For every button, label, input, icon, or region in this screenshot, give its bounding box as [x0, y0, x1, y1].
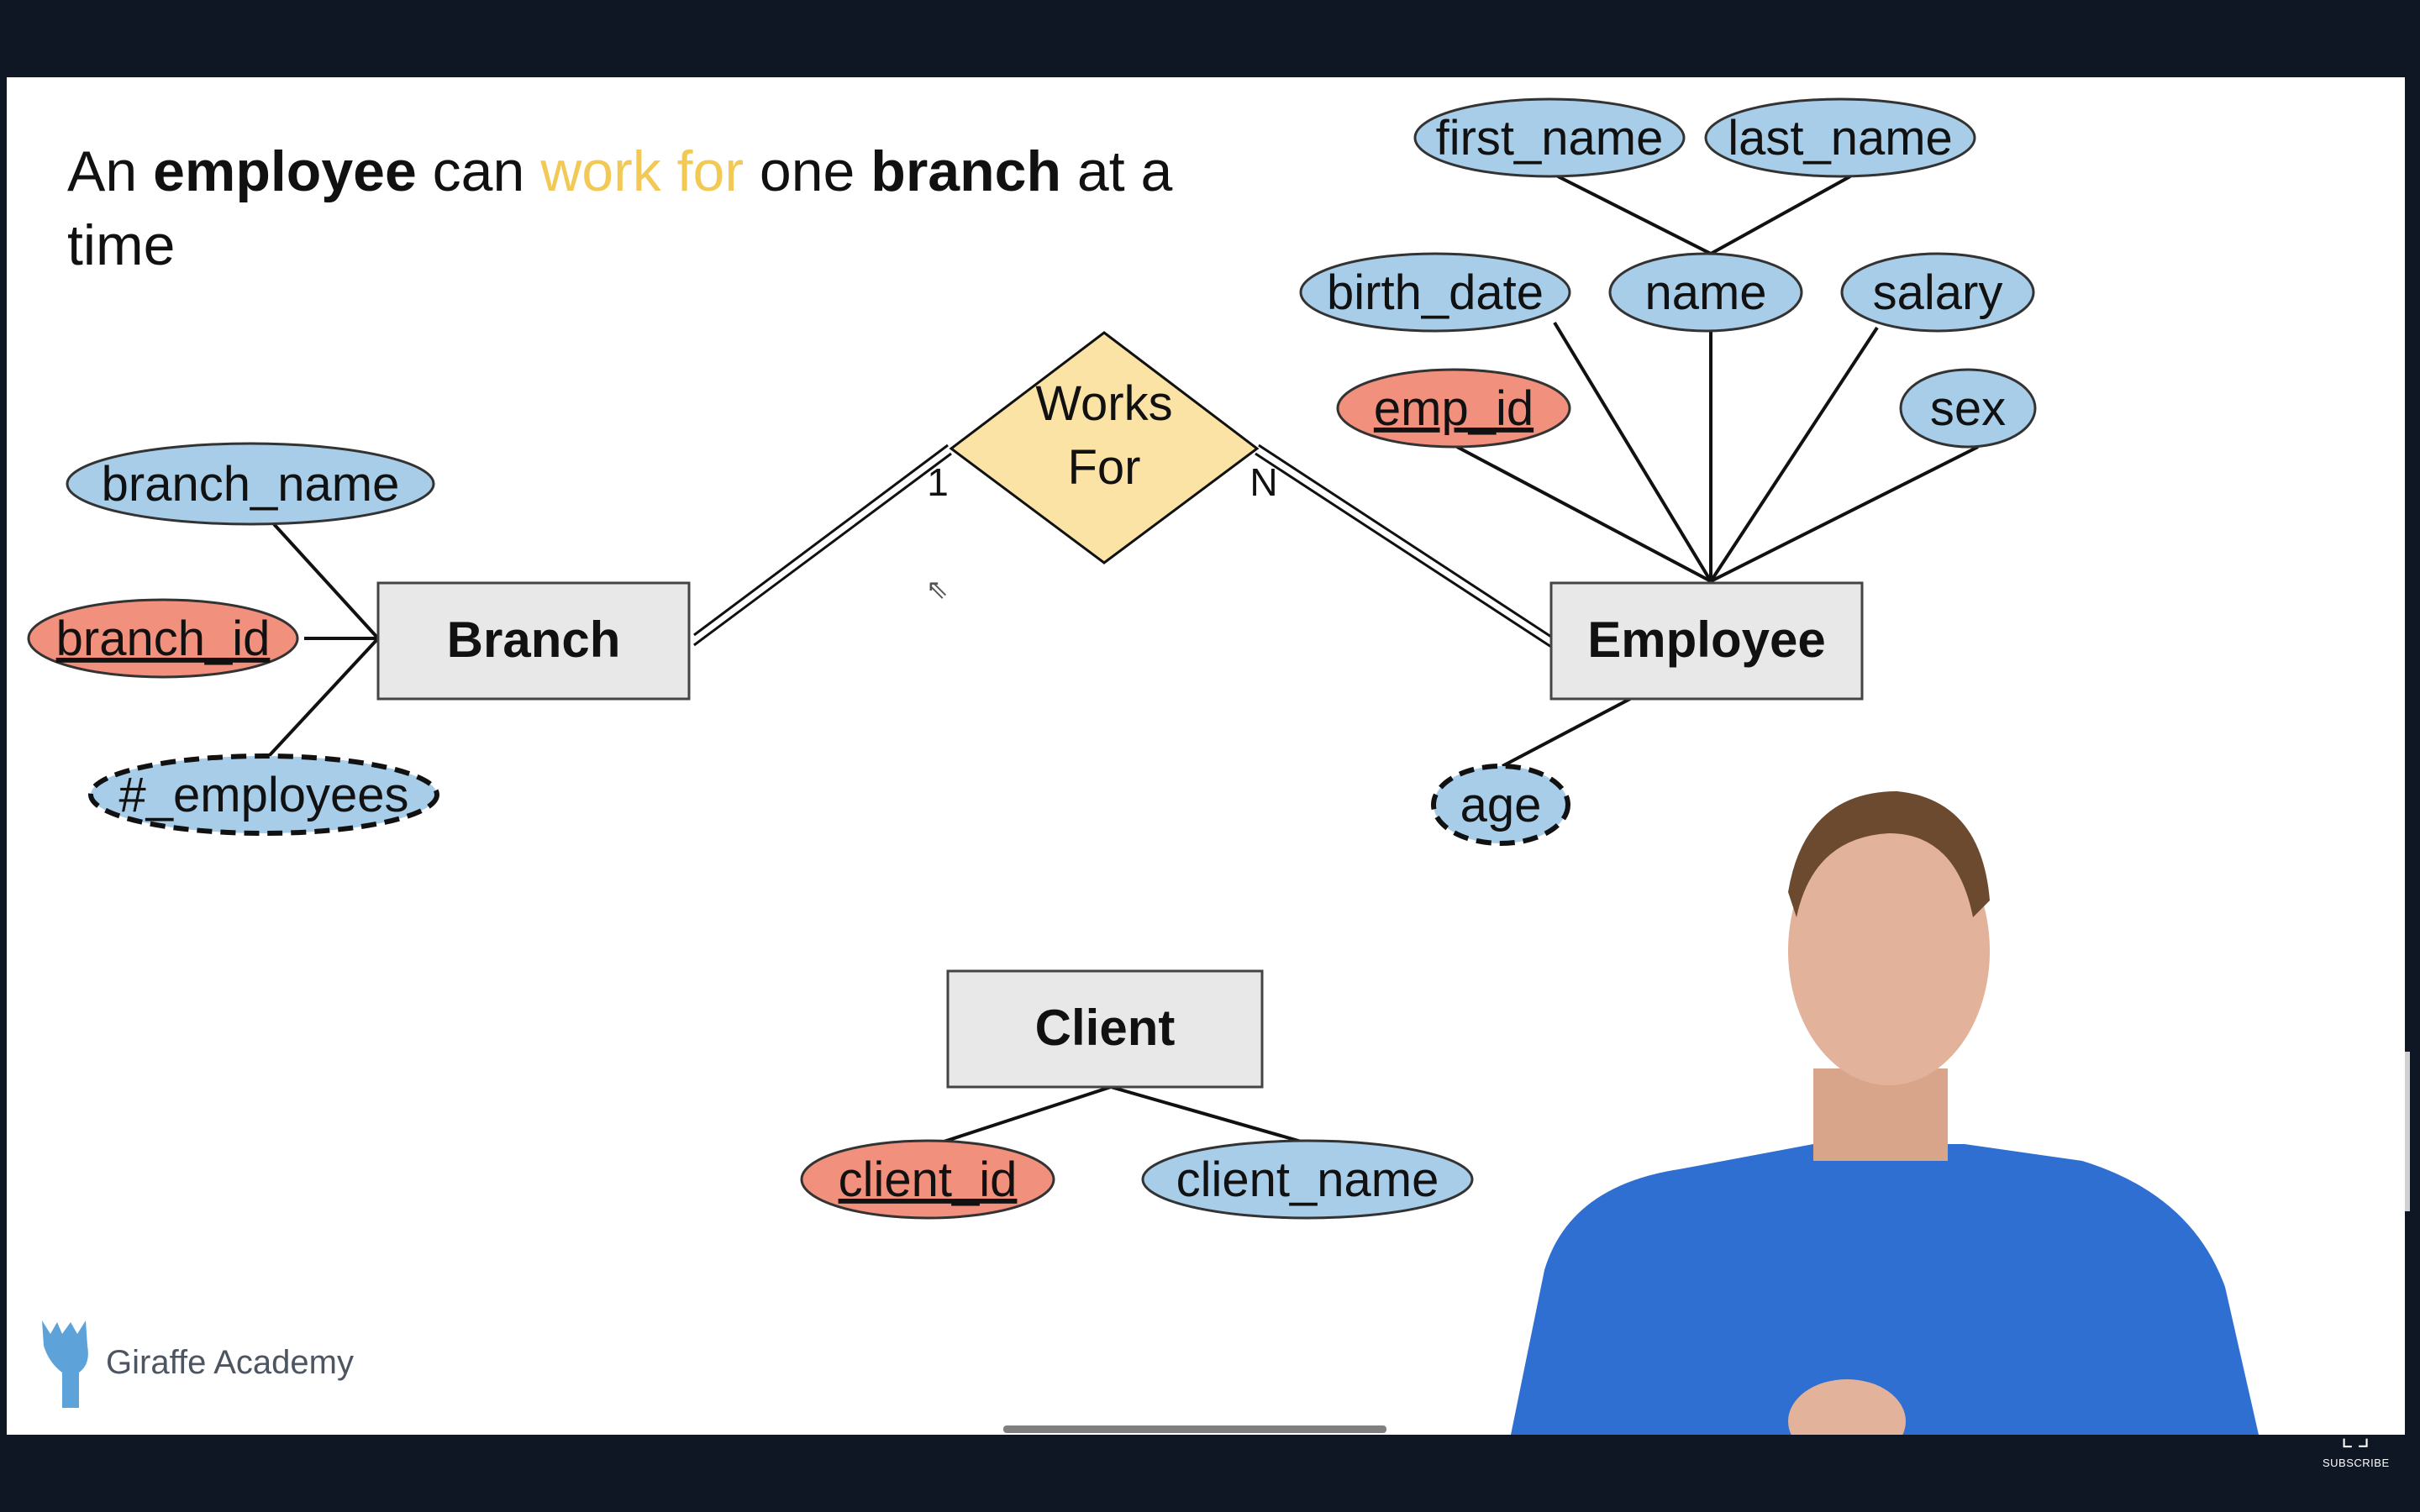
derived-attribute-age: [1431, 764, 1570, 846]
attribute-name-label: name: [1644, 265, 1766, 320]
cardinality-employee: N: [1249, 460, 1277, 504]
relation-line-branch: [693, 444, 949, 637]
logo-text: Giraffe Academy: [106, 1344, 354, 1381]
vertical-scrollbar[interactable]: [2405, 1052, 2410, 1211]
top-letterbox: [0, 0, 2420, 77]
relationship-label-line2: For: [1068, 440, 1141, 495]
er-diagram: Works For 1 N Branch Employee Client bra…: [27, 97, 2259, 1435]
connector-line: [1110, 1085, 1317, 1147]
key-attribute-branch-id-label: branch_id: [56, 612, 271, 666]
giraffe-icon: [42, 1320, 88, 1408]
slide-headline: An employee can work for one branch at a…: [67, 134, 1244, 282]
entity-client: [946, 969, 1264, 1089]
connector-line: [1502, 697, 1631, 768]
presenter-hand: [1788, 1379, 1906, 1435]
connector-line: [1557, 175, 1712, 255]
headline-text: at a time: [67, 139, 1173, 277]
connector-line: [1553, 321, 1712, 583]
attribute-sex: [1899, 368, 2037, 449]
relation-line-employee: [1258, 444, 1552, 638]
attribute-salary: [1840, 252, 2035, 333]
headline-employee: employee: [153, 139, 417, 203]
connector-line: [930, 1085, 1112, 1147]
attribute-branch-name: [66, 442, 435, 526]
mouse-cursor-icon: ⇖: [926, 574, 949, 604]
flame-icon: ⛶: [2342, 1415, 2369, 1456]
subscribe-button[interactable]: ⛶ SUBSCRIBE: [2323, 1415, 2390, 1482]
attribute-client-name-label: client_name: [1176, 1152, 1439, 1207]
attribute-birth-date: [1299, 252, 1571, 333]
headline-text: one: [744, 139, 871, 203]
attribute-name: [1608, 252, 1803, 333]
entity-employee-label: Employee: [1587, 612, 1825, 668]
giraffe-academy-logo: [42, 1320, 88, 1408]
attribute-first-name: [1413, 97, 1686, 178]
connector-line: [1710, 445, 1979, 583]
presenter-face: [1788, 816, 1990, 1085]
headline-branch: branch: [871, 139, 1061, 203]
connector-line: [1710, 175, 1851, 255]
cardinality-branch: 1: [927, 460, 949, 504]
slide: An employee can work for one branch at a…: [7, 77, 2405, 1435]
attribute-last-name: [1704, 97, 1976, 178]
relationship-label-line1: Works: [1035, 376, 1172, 431]
connector-line: [1456, 445, 1712, 583]
headline-text: An: [67, 139, 154, 203]
video-progress-scrollbar[interactable]: [1003, 1425, 1386, 1433]
attribute-branch-name-label: branch_name: [102, 457, 400, 512]
relation-line-branch: [693, 452, 952, 647]
presenter-shirt: [1511, 1144, 2259, 1435]
derived-attribute-num-employees-label: #_employees: [119, 768, 409, 822]
entity-employee: [1549, 581, 1864, 701]
key-attribute-client-id: [800, 1139, 1055, 1220]
key-attribute-emp-id: [1336, 368, 1571, 449]
presenter-hair: [1788, 791, 1990, 917]
attribute-first-name-label: first_name: [1436, 111, 1664, 165]
relationship-diamond: [949, 331, 1260, 564]
headline-text: can: [416, 139, 541, 203]
relation-line-employee: [1255, 452, 1552, 648]
attribute-sex-label: sex: [1930, 381, 2006, 436]
bottom-letterbox: [0, 1436, 2420, 1512]
connector-line: [272, 522, 380, 640]
connector-line: [267, 637, 380, 758]
headline-work-for: work for: [540, 139, 744, 203]
attribute-salary-label: salary: [1873, 265, 2003, 320]
presenter-video: [1511, 791, 2259, 1435]
entity-client-label: Client: [1035, 1000, 1176, 1056]
attribute-last-name-label: last_name: [1728, 111, 1953, 165]
entity-branch: [376, 581, 691, 701]
entity-branch-label: Branch: [447, 612, 621, 668]
key-attribute-branch-id: [27, 598, 299, 679]
derived-attribute-num-employees: [88, 753, 439, 836]
attribute-client-name: [1141, 1139, 1474, 1220]
derived-attribute-age-label: age: [1460, 778, 1542, 832]
key-attribute-emp-id-label: emp_id: [1374, 381, 1534, 436]
connector-line: [1709, 326, 1879, 583]
attribute-birth-date-label: birth_date: [1327, 265, 1544, 320]
key-attribute-client-id-label: client_id: [839, 1152, 1018, 1207]
subscribe-label: SUBSCRIBE: [2323, 1457, 2390, 1469]
